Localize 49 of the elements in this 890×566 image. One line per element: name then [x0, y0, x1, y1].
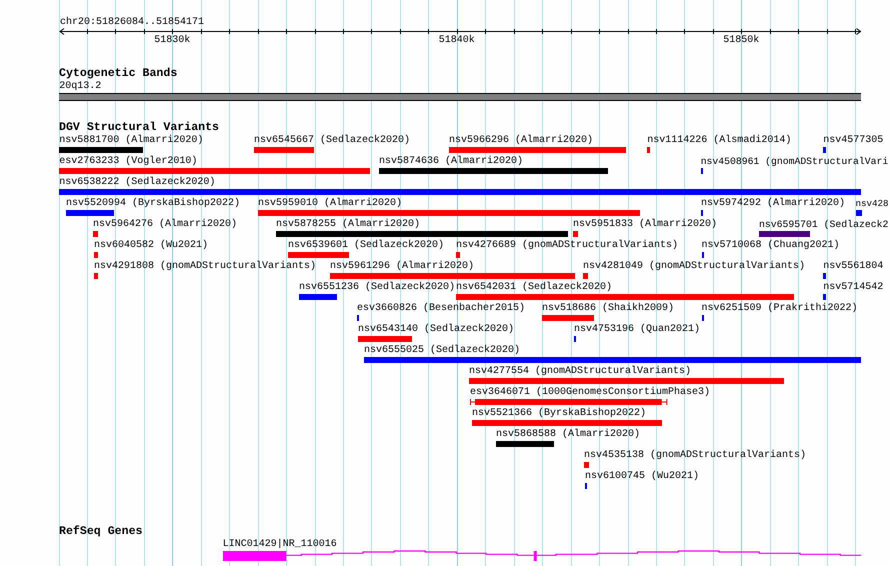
variant-label: nsv4577305 — [823, 136, 884, 146]
variant-label: esv3660826 (Besenbacher2015) — [357, 304, 526, 314]
variant-label: nsv5959010 (Almarri2020) — [258, 198, 402, 209]
variant-label: nsv4535138 (gnomADStructuralVariants) — [584, 450, 806, 461]
variant-label: nsv6040582 (Wu2021) — [94, 240, 208, 251]
variant-label: nsv6543140 (Sedlazeck2020) — [358, 324, 514, 335]
variant-label: nsv5561804 — [823, 262, 884, 272]
tick-label: 51830k — [154, 36, 190, 46]
variant-label: nsv5520994 (ByrskaBishop2022) — [66, 198, 240, 209]
variant-label: nsv5974292 (Almarri2020) — [701, 198, 846, 209]
variant-label: nsv6542031 (Sedlazeck2020) — [456, 282, 612, 293]
track-title: DGV Structural Variants — [59, 122, 220, 134]
variant-label: nsv5878255 (Almarri2020) — [276, 220, 420, 230]
variant-label: nsv5966296 (Almarri2020) — [449, 136, 594, 146]
variant-label: nsv1114226 (Alsmadi2014) — [647, 136, 792, 146]
variant-label: nsv428 — [856, 198, 888, 209]
variant-label: nsv4291808 (gnomADStructuralVariants) — [94, 262, 316, 272]
track-title: RefSeq Genes — [59, 526, 142, 538]
variant-label: nsv6545667 (Sedlazeck2020) — [254, 136, 410, 146]
variant-label: nsv5714542 — [823, 282, 884, 293]
variant-label: nsv5961296 (Almarri2020) — [330, 262, 474, 272]
variant-label: nsv4276689 (gnomADStructuralVariants) — [456, 240, 678, 251]
variant-label: nsv6539601 (Sedlazeck2020) — [288, 240, 444, 251]
variant-label: nsv6595701 (Sedlazeck2 — [759, 220, 888, 230]
variant-label: nsv5521366 (ByrskaBishop2022) — [472, 408, 646, 419]
variant-label: nsv6251509 (Prakrithi2022) — [702, 304, 858, 314]
tick-label: 51840k — [438, 36, 475, 46]
variant-label: nsv6555025 (Sedlazeck2020) — [364, 346, 520, 356]
variant-label: nsv5874636 (Almarri2020) — [379, 156, 524, 167]
variant-label: nsv4753196 (Quan2021) — [574, 324, 700, 335]
variant-label: nsv5964276 (Almarri2020) — [93, 220, 238, 230]
variant-label: esv3646071 (1000GenomesConsortiumPhase3) — [470, 388, 710, 398]
gene-label: LINC01429|NR_110016 — [222, 540, 337, 550]
variant-label: nsv4508961 (gnomADStructuralVari — [700, 156, 888, 167]
variant-label: nsv6538222 (Sedlazeck2020) — [59, 178, 216, 188]
variant-label: esv2763233 (Vogler2010) — [59, 156, 198, 167]
variant-label: nsv4277554 (gnomADStructuralVariants) — [469, 366, 692, 377]
variant-label: nsv6100745 (Wu2021) — [585, 472, 700, 482]
variant-label: nsv6551236 (Sedlazeck2020) — [299, 282, 456, 293]
variant-label: nsv5868588 (Almarri2020) — [496, 430, 640, 440]
track-title: Cytogenetic Bands — [59, 68, 178, 80]
variant-label: nsv5710068 (Chuang2021) — [702, 240, 840, 251]
variant-label: nsv518686 (Shaikh2009) — [542, 304, 674, 314]
coordinate-range-label: chr20:51826084..51854171 — [60, 18, 204, 28]
band-label: 20q13.2 — [59, 82, 102, 92]
variant-label: nsv5951833 (Almarri2020) — [573, 220, 718, 230]
variant-label: nsv5881700 (Almarri2020) — [59, 136, 204, 146]
tick-label: 51850k — [723, 36, 760, 46]
variant-label: nsv4281049 (gnomADStructuralVariants) — [583, 262, 806, 272]
